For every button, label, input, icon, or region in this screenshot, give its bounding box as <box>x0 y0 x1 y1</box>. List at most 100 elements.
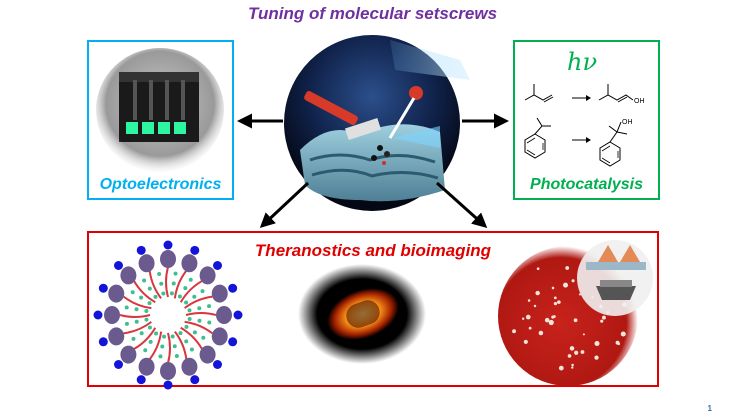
payload-dot <box>174 354 179 359</box>
payload-dot <box>143 348 148 353</box>
payload-dot <box>139 331 144 336</box>
bacterial-colony <box>602 315 606 320</box>
arrow-down-left-icon <box>259 181 310 229</box>
lipid-tail <box>123 295 152 310</box>
payload-dot <box>189 347 194 352</box>
payload-dot <box>173 271 178 276</box>
objective-lens-icon <box>596 286 636 300</box>
payload-dot <box>139 295 144 300</box>
payload-dot <box>144 317 149 322</box>
targeting-ligand <box>228 283 238 293</box>
lipid-tail <box>133 280 156 304</box>
payload-dot <box>153 294 158 299</box>
polar-head <box>120 266 137 285</box>
bacterial-colony <box>533 304 537 308</box>
bacterial-colony <box>512 329 517 334</box>
oh-label-1: OH <box>634 98 645 105</box>
targeting-ligand <box>212 359 222 369</box>
bacterial-colony <box>573 318 578 323</box>
targeting-ligand <box>190 245 200 255</box>
targeting-ligand <box>93 310 103 320</box>
membrane-strip <box>586 262 646 270</box>
bacterial-colony <box>617 342 621 346</box>
payload-dot <box>187 316 192 321</box>
payload-dot <box>188 277 193 282</box>
targeting-ligand <box>228 337 238 347</box>
tweezer-handle <box>304 91 358 125</box>
payload-dot <box>207 304 212 309</box>
bacterial-colony <box>562 282 569 288</box>
lipid-tail <box>184 295 213 309</box>
payload-dot <box>162 334 167 339</box>
lipid-tail <box>148 270 162 299</box>
polar-head <box>160 250 176 268</box>
payload-dot <box>200 289 205 294</box>
polar-head <box>211 284 228 303</box>
payload-dot <box>161 291 166 296</box>
bacterial-colony <box>571 363 574 367</box>
arrow-down-right-icon <box>435 181 488 229</box>
oh-label-2: OH <box>622 119 633 126</box>
theranostics-panel: Theranostics and bioimaging <box>87 231 659 387</box>
payload-dot <box>147 301 152 306</box>
lipid-tail <box>133 327 157 350</box>
lipid-tail <box>119 314 151 318</box>
light-cone-icon <box>598 245 618 262</box>
photocatalysis-panel: hν OH OH Photocatalysis <box>513 40 660 200</box>
polar-head <box>104 306 120 324</box>
payload-dot <box>157 271 162 276</box>
polar-head <box>108 284 125 303</box>
bacterial-colony <box>525 314 531 320</box>
lipid-tail <box>174 331 188 360</box>
targeting-ligand <box>98 337 108 347</box>
polar-head <box>160 362 176 380</box>
payload-dot <box>197 306 202 311</box>
payload-dot <box>184 324 189 329</box>
payload-dot <box>197 318 202 323</box>
payload-dot <box>183 286 188 291</box>
bacterial-colony <box>571 279 575 283</box>
polar-head <box>120 345 137 364</box>
micelle-nanoparticle <box>93 240 243 390</box>
page-number: 1 <box>707 404 712 413</box>
payload-dot <box>169 291 174 296</box>
polar-head <box>108 327 125 346</box>
lipid-tail <box>184 320 213 335</box>
oled-device-photo <box>94 46 226 174</box>
bacterial-colony <box>574 350 579 355</box>
payload-dot <box>131 336 136 341</box>
payload-dot <box>192 294 197 299</box>
bacterial-colony <box>551 315 555 319</box>
payload-dot <box>160 344 165 349</box>
dropper-bulb <box>409 86 423 100</box>
bacterial-colony <box>567 354 572 358</box>
bacterial-colony <box>600 319 604 323</box>
bacterial-colony <box>565 266 570 270</box>
targeting-ligand <box>136 245 146 255</box>
polar-head <box>216 306 232 324</box>
bacterial-colony <box>620 331 626 337</box>
targeting-ligand <box>136 375 146 385</box>
bacterial-colony <box>548 319 554 326</box>
optoelectronics-panel: Optoelectronics <box>87 40 234 200</box>
payload-dot <box>147 286 152 291</box>
bacterial-colony <box>571 366 574 369</box>
polar-head <box>199 266 216 285</box>
payload-dot <box>170 334 175 339</box>
targeting-ligand <box>190 375 200 385</box>
polar-head <box>138 357 155 376</box>
bacterial-colony <box>538 330 544 336</box>
bacterial-colony <box>523 339 528 344</box>
bacterial-colony <box>551 286 555 290</box>
polar-head <box>138 254 155 273</box>
bacterial-colony <box>558 365 564 371</box>
payload-dot <box>184 339 189 344</box>
fluorescent-cell-image <box>298 264 426 364</box>
optoelectronics-label: Optoelectronics <box>99 176 222 193</box>
payload-dot <box>124 305 129 310</box>
payload-dot <box>159 281 164 286</box>
payload-dot <box>148 339 153 344</box>
targeting-ligand <box>233 310 243 320</box>
lipid-tail <box>180 326 203 350</box>
